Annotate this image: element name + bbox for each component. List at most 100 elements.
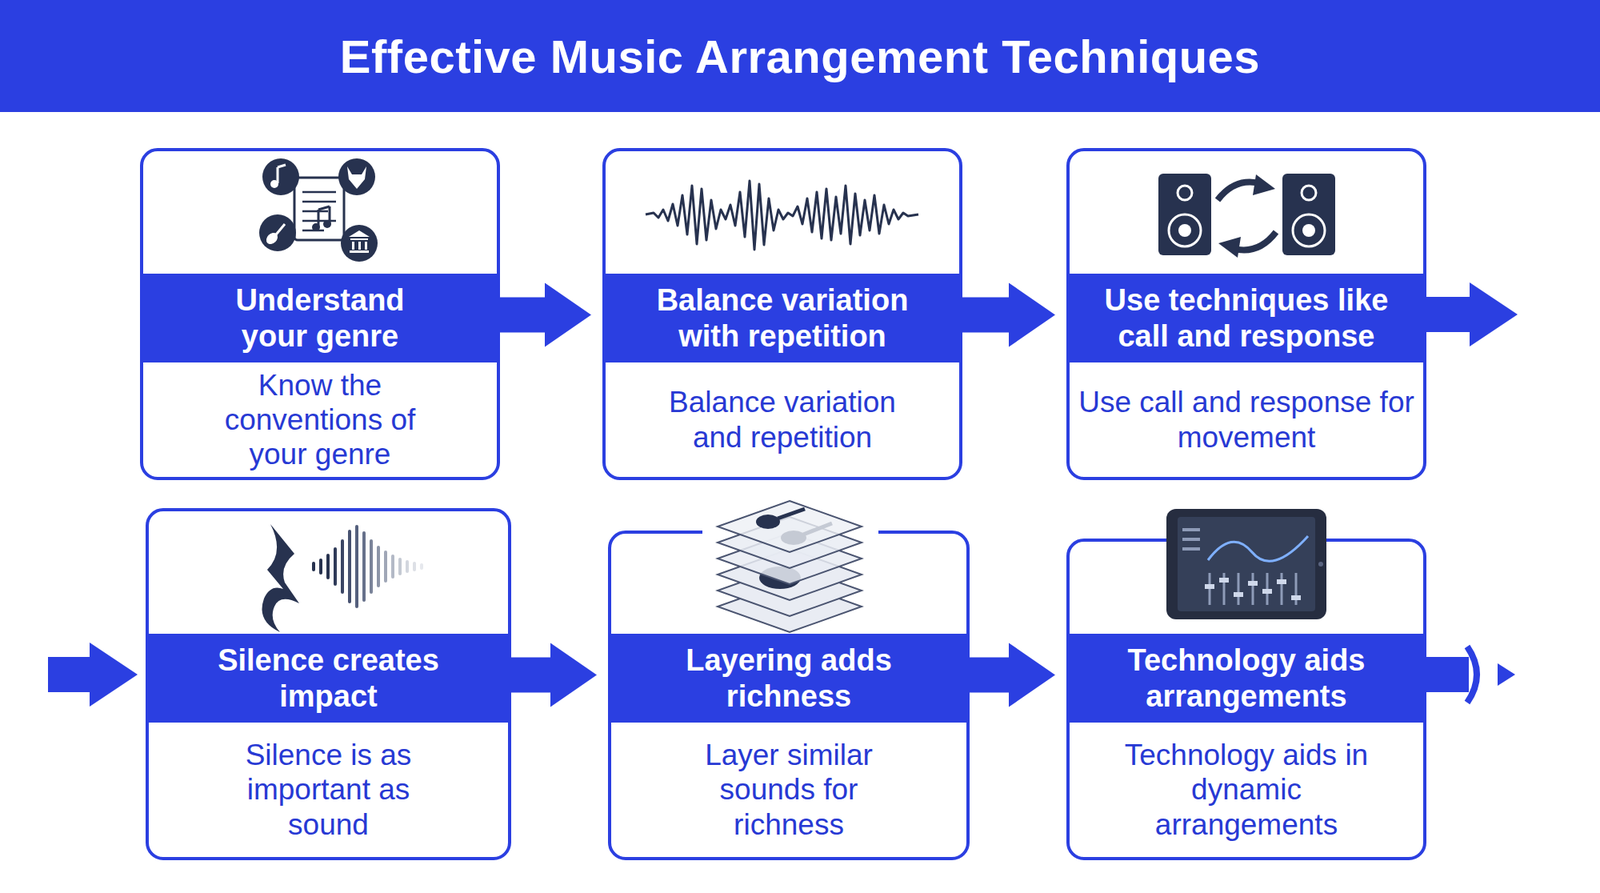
fader-knob (1291, 595, 1301, 600)
body-area: Silence is as important as sound (148, 722, 508, 857)
wave-bar (420, 564, 424, 568)
stub-arrow (48, 642, 138, 707)
technique-box: Silence creates impactSilence is as impo… (145, 508, 512, 860)
fader-track (1252, 572, 1255, 605)
wave-bar (362, 532, 366, 600)
flow-arrow (962, 283, 1056, 348)
wave-bar (398, 559, 402, 574)
heading-band: Silence creates impact (148, 633, 509, 723)
wave-bar (405, 561, 409, 572)
fader-knob (1276, 579, 1287, 584)
exchange-arrow (1218, 236, 1241, 258)
wave-bar (355, 526, 359, 607)
fader-knob (1204, 584, 1215, 589)
fader-knob (1248, 580, 1258, 586)
wave-bar (376, 547, 380, 586)
box-heading: Technology aids arrangements (1118, 642, 1375, 714)
drum-glyph (759, 566, 801, 589)
wave-bar (319, 560, 323, 573)
fader-track (1266, 572, 1269, 605)
wave-bar (312, 563, 316, 570)
wave-bar (333, 548, 337, 584)
technique-box: Understand your genreKnow the convention… (140, 148, 500, 480)
title-band: Effective Music Arrangement Techniques (0, 0, 1600, 112)
box-heading: Silence creates impact (200, 642, 457, 714)
box-body: Technology aids in dynamic arrangements (1114, 737, 1379, 842)
layer-plate (717, 516, 862, 568)
exchange-arrow (1217, 182, 1263, 201)
fader-track (1208, 572, 1212, 605)
genre-circle (262, 158, 300, 196)
genre-circle (340, 224, 378, 262)
body-area: Technology aids in dynamic arrangements (1069, 722, 1424, 857)
fader-track (1280, 572, 1284, 605)
genre-circle (338, 158, 376, 196)
title-text: Effective Music Arrangement Techniques (340, 29, 1260, 84)
rest-symbol (262, 524, 300, 632)
panel-line (1182, 537, 1200, 541)
note-glyph (277, 164, 286, 184)
heading-band: Technology aids arrangements (1068, 633, 1424, 723)
fade-waveform (313, 526, 422, 607)
speaker-icon (1282, 173, 1336, 256)
panel-line (1182, 547, 1200, 551)
technique-box: Use techniques like call and responseUse… (1066, 148, 1427, 480)
waveform-icon (645, 180, 919, 250)
box-heading: Understand your genre (216, 282, 424, 354)
guitar-glyph (264, 230, 280, 247)
speaker-tweeter (1301, 185, 1316, 200)
flow-arrow (511, 643, 597, 708)
speaker-woofer (1178, 224, 1192, 237)
fader-track (1237, 572, 1240, 605)
box-body: Know the conventions of your genre (200, 368, 440, 472)
box-body: Layer similar sounds for richness (668, 737, 909, 842)
body-area: Balance variation and repetition (605, 362, 960, 477)
technique-box: Layering adds richnessLayer similar soun… (608, 530, 970, 860)
guitar-glyph (803, 523, 832, 535)
box-body: Use call and response for movement (1074, 384, 1419, 455)
note-icon (312, 223, 320, 232)
genre-circle (259, 214, 296, 252)
temple-glyph (348, 230, 370, 253)
box-body: Balance variation and repetition (642, 384, 923, 455)
wave-bar (348, 531, 352, 602)
body-area: Layer similar sounds for richness (611, 722, 967, 857)
wave-bar (391, 556, 395, 577)
fader-track (1295, 572, 1298, 605)
box-heading: Use techniques like call and response (1086, 282, 1407, 354)
wave-bar (369, 540, 373, 592)
sheet-icon (294, 177, 344, 240)
fader-bank (1209, 572, 1296, 605)
heading-band: Layering adds richness (610, 633, 968, 723)
tablet-button (1318, 561, 1324, 567)
fader-knobs (1204, 577, 1301, 600)
layer-plate (717, 580, 862, 632)
layer-plate (717, 500, 862, 552)
note-glyph (270, 180, 279, 188)
body-area: Know the conventions of your genre (143, 362, 497, 477)
tablet-screen (1177, 516, 1316, 612)
fader-track (1223, 572, 1226, 605)
fader-knob (1262, 588, 1272, 594)
wolf-glyph (347, 166, 367, 189)
wave-bar (326, 555, 330, 578)
wave-bar (340, 540, 344, 592)
speaker-woofer (1168, 214, 1201, 247)
speaker-tweeter (1177, 185, 1192, 200)
guitar-glyph (756, 514, 780, 529)
heading-band: Use techniques like call and response (1068, 273, 1424, 363)
icon-backdrop (702, 494, 879, 629)
speaker-woofer (1292, 214, 1325, 247)
body-area: Use call and response for movement (1069, 362, 1424, 477)
stub-arrow (1426, 656, 1469, 692)
wave-bar (412, 563, 416, 570)
panel-line (1182, 528, 1200, 532)
speaker-woofer (1302, 224, 1316, 237)
technique-box: Technology aids arrangementsTechnology a… (1066, 538, 1427, 860)
box-heading: Balance variation with repetition (638, 282, 927, 354)
fader-knob (1219, 577, 1229, 583)
note-icon (318, 206, 330, 228)
fader-knob (1233, 592, 1244, 597)
